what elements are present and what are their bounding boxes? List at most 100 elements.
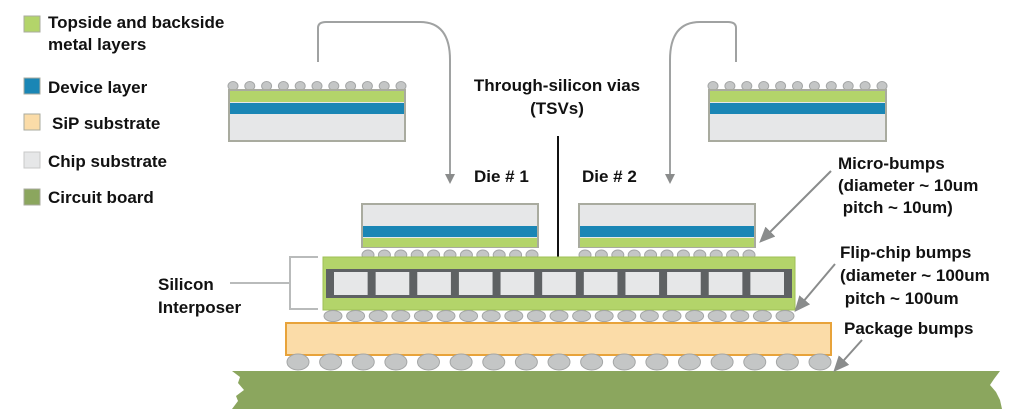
package-bump xyxy=(351,353,375,371)
package-bumps-label: Package bumps xyxy=(844,319,973,338)
svg-text:SiP substrate: SiP substrate xyxy=(52,114,160,133)
package-bump xyxy=(645,353,669,371)
flip-chip-bumps-arrow xyxy=(794,263,836,313)
package-bump xyxy=(710,353,734,371)
svg-text:Package bumps: Package bumps xyxy=(844,319,973,338)
flip-chip-bump xyxy=(459,310,479,322)
interposer-cell xyxy=(667,272,701,295)
flip-chip-bump xyxy=(662,310,682,322)
flip-chip-bump xyxy=(752,310,772,322)
device-layer xyxy=(710,103,885,114)
flip-chip-bump xyxy=(594,310,614,322)
silicon-interposer xyxy=(322,256,796,311)
legend-item-chip: Chip substrate xyxy=(23,151,167,171)
legend-label-metal-line1: Topside and backside xyxy=(48,13,224,32)
package-bump xyxy=(514,353,538,371)
interposer-cell xyxy=(417,272,451,295)
package-bump xyxy=(417,353,440,371)
legend-item-metal: Topside and backside metal layers xyxy=(23,13,224,54)
package-bump xyxy=(775,353,799,371)
flip-chip-label-line3: pitch ~ 100um xyxy=(840,289,959,308)
package-bump xyxy=(808,353,832,371)
interposer-cell xyxy=(750,272,784,295)
metal-layer xyxy=(363,238,537,247)
free-die-2 xyxy=(707,81,888,142)
legend-item-board: Circuit board xyxy=(23,188,154,207)
interposer-cell xyxy=(583,272,618,295)
flip-chip-bump xyxy=(775,310,795,322)
svg-text:metal layers: metal layers xyxy=(48,35,146,54)
package-bump xyxy=(743,353,767,371)
flip-chip-bump xyxy=(639,310,659,322)
flip-chip-bump xyxy=(391,310,411,322)
metal-layer xyxy=(580,238,754,247)
interposer-cell xyxy=(500,272,535,295)
metal-layer xyxy=(710,91,885,102)
legend-swatch-metal xyxy=(23,15,41,33)
package-bump xyxy=(319,353,343,371)
interposer-cell xyxy=(625,272,660,295)
flip-chip-bump xyxy=(685,310,705,322)
legend-label-chip: Chip substrate xyxy=(48,152,167,171)
package-bump xyxy=(449,353,473,371)
svg-text:Die # 1: Die # 1 xyxy=(474,167,529,186)
svg-text:Through-silicon vias: Through-silicon vias xyxy=(474,76,640,95)
legend-item-sip: SiP substrate xyxy=(23,113,160,133)
sip-substrate xyxy=(285,322,832,356)
package-bump xyxy=(482,353,506,371)
micro-bumps-label-line3: pitch ~ 10um) xyxy=(838,198,953,217)
flip-chip-bump xyxy=(368,310,388,322)
flip-chip-bump xyxy=(346,310,366,322)
legend-swatch-board xyxy=(23,188,41,206)
device-layer xyxy=(230,103,404,114)
package-bump xyxy=(547,353,571,371)
legend-item-device: Device layer xyxy=(23,77,148,97)
mounted-die-1 xyxy=(361,203,539,261)
svg-text:pitch ~ 100um: pitch ~ 100um xyxy=(840,289,959,308)
flip-arrow-die1 xyxy=(317,21,455,184)
interposer-cell xyxy=(375,272,410,295)
svg-text:Interposer: Interposer xyxy=(158,298,242,317)
svg-text:pitch ~ 10um): pitch ~ 10um) xyxy=(838,198,953,217)
legend-label-sip: SiP substrate xyxy=(52,114,160,133)
svg-text:Device layer: Device layer xyxy=(48,78,148,97)
legend-swatch-device xyxy=(23,77,41,95)
legend-swatch-sip xyxy=(23,113,41,131)
micro-bumps-label-line2: (diameter ~ 10um xyxy=(838,176,978,195)
package-bump xyxy=(580,353,604,371)
svg-text:Silicon: Silicon xyxy=(158,275,214,294)
flip-chip-label-line2: (diameter ~ 100um xyxy=(840,266,990,285)
circuit-board xyxy=(232,371,1002,409)
svg-text:(diameter ~ 10um: (diameter ~ 10um xyxy=(838,176,978,195)
free-die-1 xyxy=(227,81,407,142)
micro-bumps-arrow xyxy=(759,170,832,243)
svg-text:Topside and backside: Topside and backside xyxy=(48,13,224,32)
flip-chip-bump xyxy=(504,310,524,322)
svg-text:Die # 2: Die # 2 xyxy=(582,167,637,186)
legend-label-metal-line2: metal layers xyxy=(48,35,146,54)
flip-chip-bumps xyxy=(323,310,795,322)
flip-arrow-die2 xyxy=(665,21,737,184)
interposer-bracket xyxy=(289,256,318,310)
device-layer xyxy=(363,226,537,237)
svg-text:(TSVs): (TSVs) xyxy=(530,99,584,118)
flip-chip-bump xyxy=(549,310,569,322)
package-bump xyxy=(384,353,408,371)
legend-label-device: Device layer xyxy=(48,78,148,97)
metal-layer xyxy=(230,91,404,102)
flip-chip-bump xyxy=(526,310,546,322)
svg-text:(diameter ~ 100um: (diameter ~ 100um xyxy=(840,266,990,285)
micro-bumps-label-line1: Micro-bumps xyxy=(838,154,945,173)
svg-text:Flip-chip bumps: Flip-chip bumps xyxy=(840,243,971,262)
flip-chip-bump xyxy=(617,310,637,322)
legend-label-board: Circuit board xyxy=(48,188,154,207)
mounted-die-2 xyxy=(578,203,756,261)
interposer-label-line2: Interposer xyxy=(158,298,242,317)
interposer-cell xyxy=(542,272,576,295)
interposer-cell xyxy=(708,272,743,295)
flip-chip-bump xyxy=(707,310,727,322)
legend-swatch-chip xyxy=(23,151,41,169)
svg-text:Chip substrate: Chip substrate xyxy=(48,152,167,171)
flip-chip-bump xyxy=(572,310,592,322)
